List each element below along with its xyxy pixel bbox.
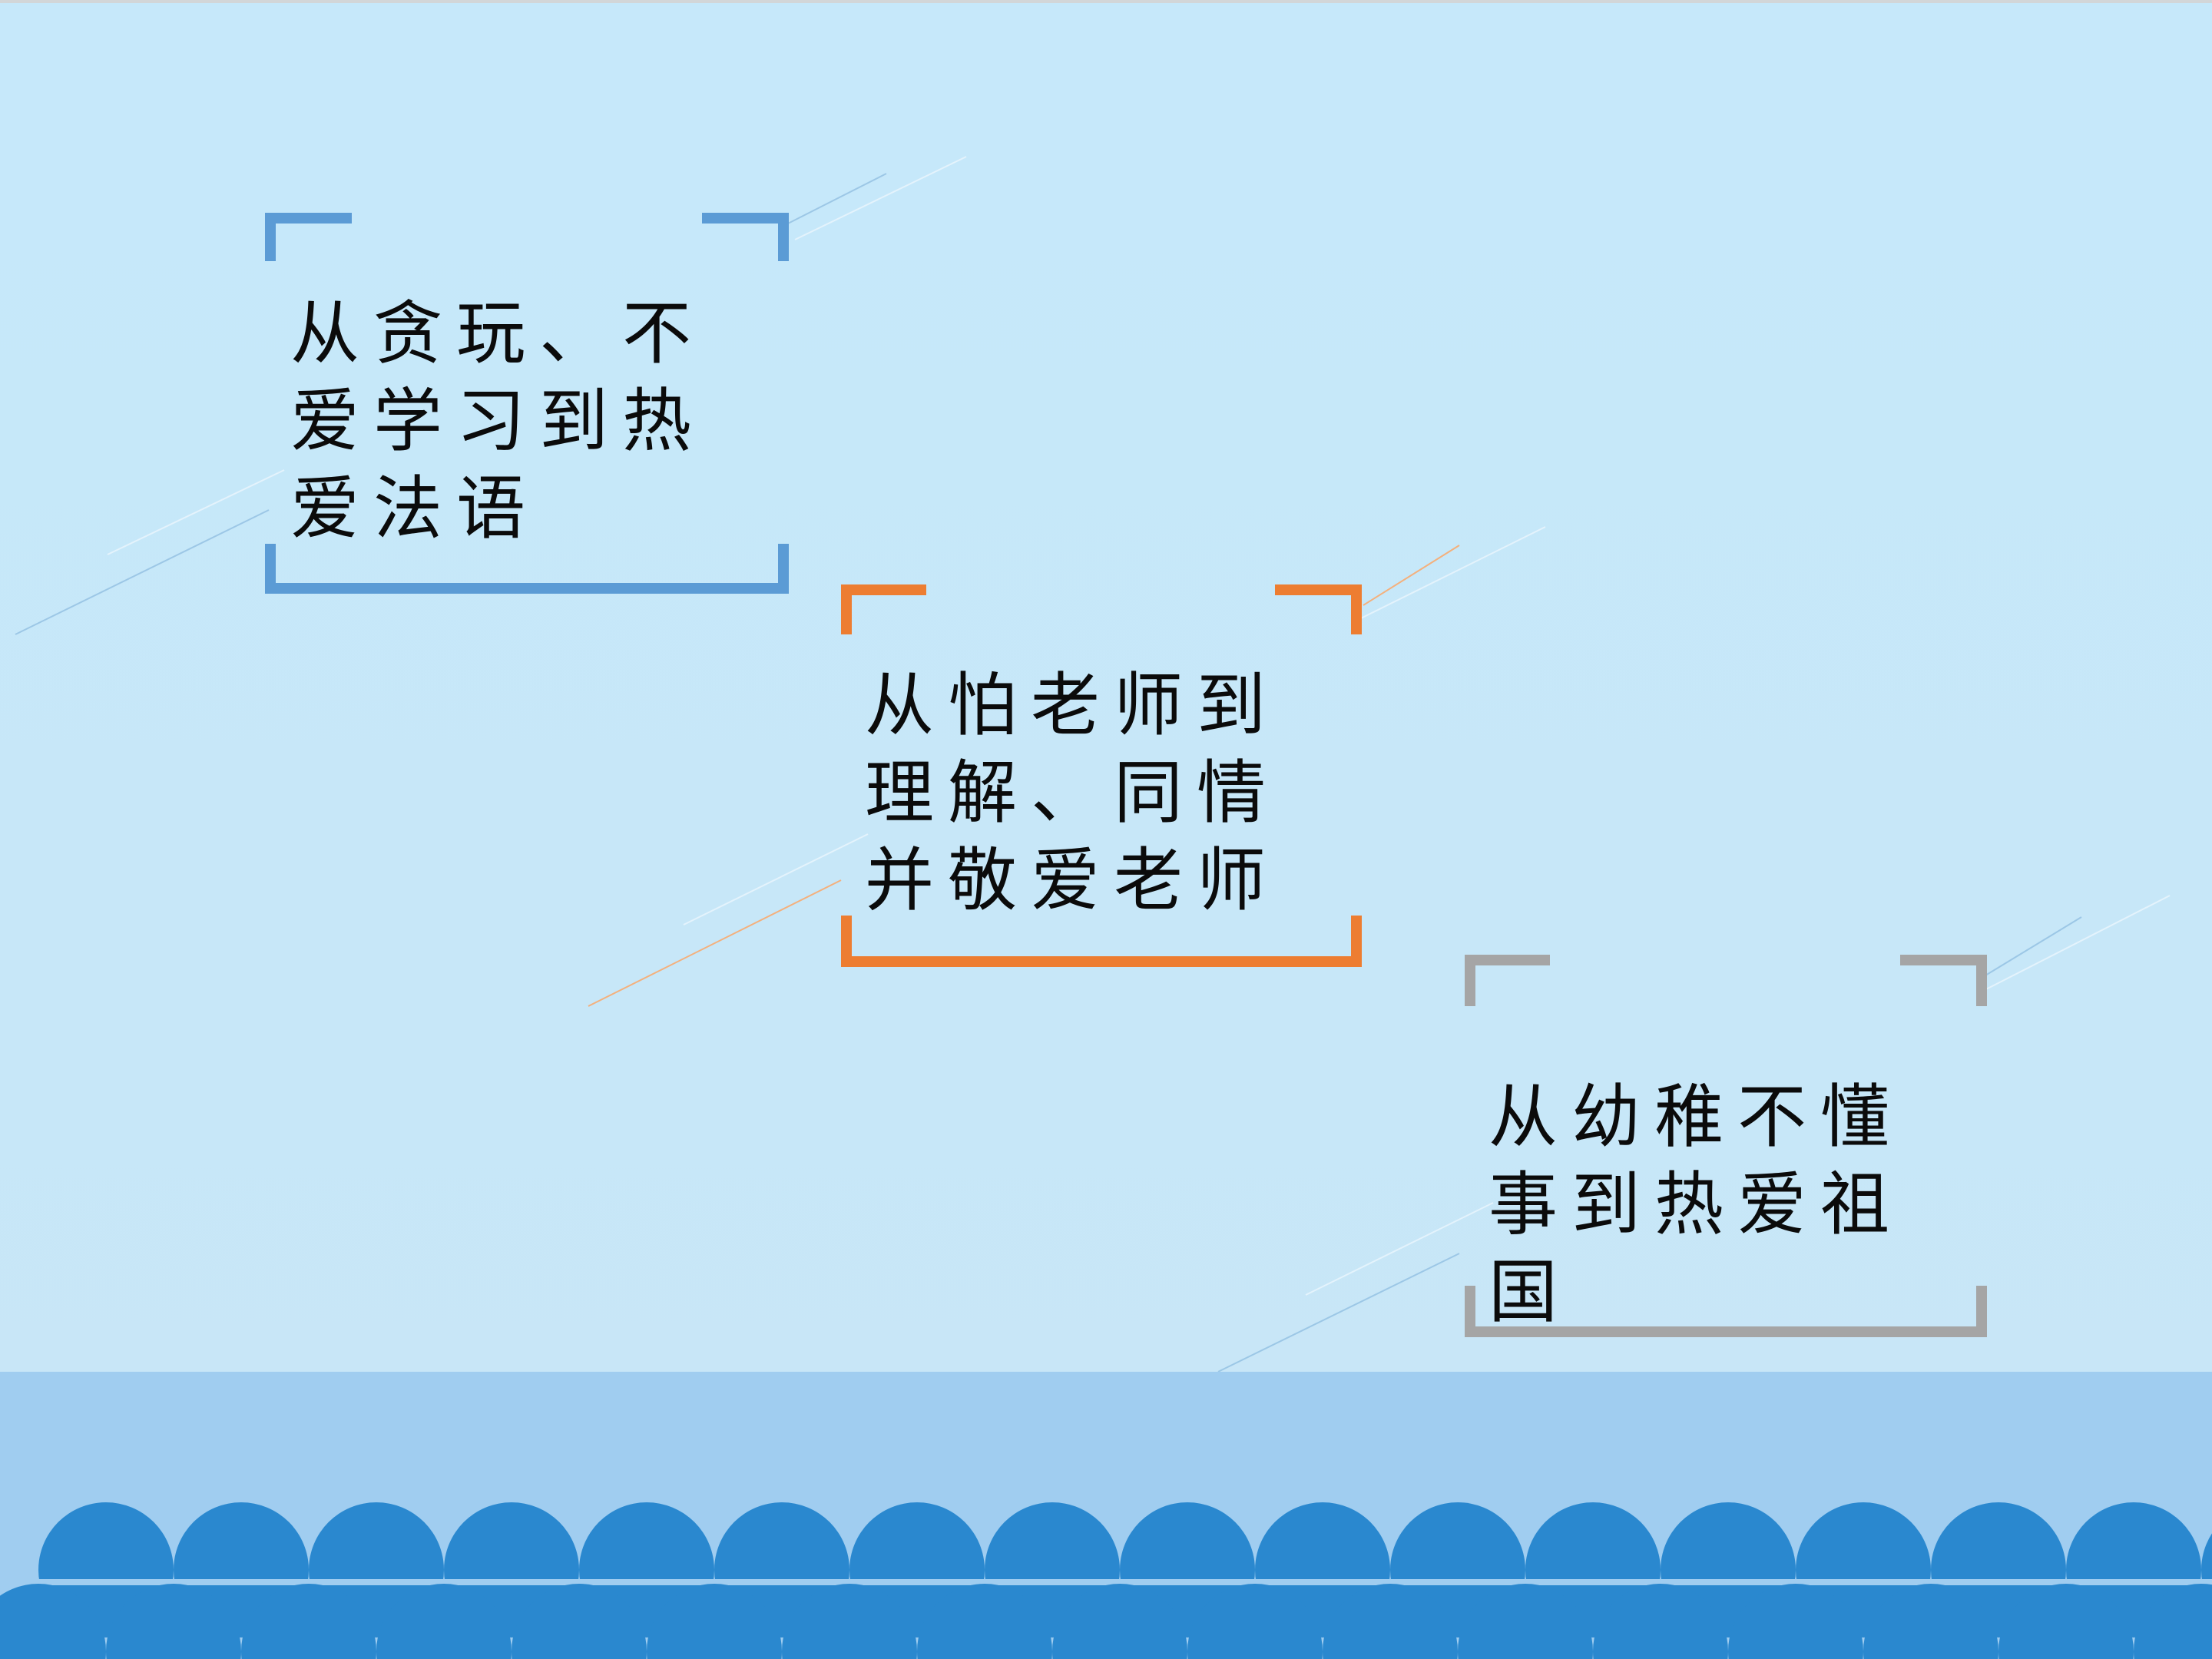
scallop-waves [0, 1502, 2212, 1659]
streak [1982, 895, 2171, 992]
wave-scallop [1052, 1584, 1187, 1659]
streak [683, 833, 869, 926]
wave-scallop [241, 1584, 376, 1659]
bracket-bottom [1465, 1286, 1987, 1337]
streak [786, 173, 887, 225]
bracket-bottom [841, 916, 1362, 967]
streak [794, 156, 967, 240]
wave-scallop [1458, 1584, 1593, 1659]
wave-scallop [647, 1584, 782, 1659]
wave-scallop [376, 1584, 512, 1659]
wave-scallop [2134, 1584, 2212, 1659]
streak [1359, 526, 1546, 620]
callout-text-1: 从贪玩、不爱学习到热爱法语 [290, 293, 705, 549]
wave-scallop [1593, 1584, 1728, 1659]
bracket-top-right [1275, 584, 1362, 634]
wave-scallop [1187, 1584, 1323, 1659]
wave-scallop [917, 1584, 1052, 1659]
bracket-top-right [702, 213, 789, 261]
callout-text-3: 从幼稚不懂事到热爱祖国 [1488, 1077, 1903, 1333]
wave-scallop [512, 1584, 647, 1659]
bracket-bottom [265, 544, 789, 594]
bracket-top-left [841, 584, 926, 634]
streak [1985, 916, 2082, 976]
wave-scallop [0, 1584, 106, 1659]
wave-scallop [1863, 1584, 1998, 1659]
callout-text-2: 从怕老师到理解、同情并敬爱老师 [865, 665, 1280, 921]
wave-scallop [782, 1584, 917, 1659]
streak [1305, 1202, 1494, 1296]
streak [1363, 545, 1460, 606]
streak [1217, 1253, 1460, 1373]
bracket-top-left [1465, 955, 1550, 1006]
wave-scallop [1728, 1584, 1863, 1659]
bracket-top-right [1900, 955, 1987, 1006]
wave-scallop [1323, 1584, 1458, 1659]
wave-scallop [106, 1584, 241, 1659]
bracket-top-left [265, 213, 352, 261]
streak [588, 879, 842, 1007]
wave-scallop [1998, 1584, 2134, 1659]
wave-separator [0, 1579, 2212, 1585]
streak [15, 509, 270, 635]
top-edge-line [0, 0, 2212, 3]
streak [107, 469, 285, 555]
